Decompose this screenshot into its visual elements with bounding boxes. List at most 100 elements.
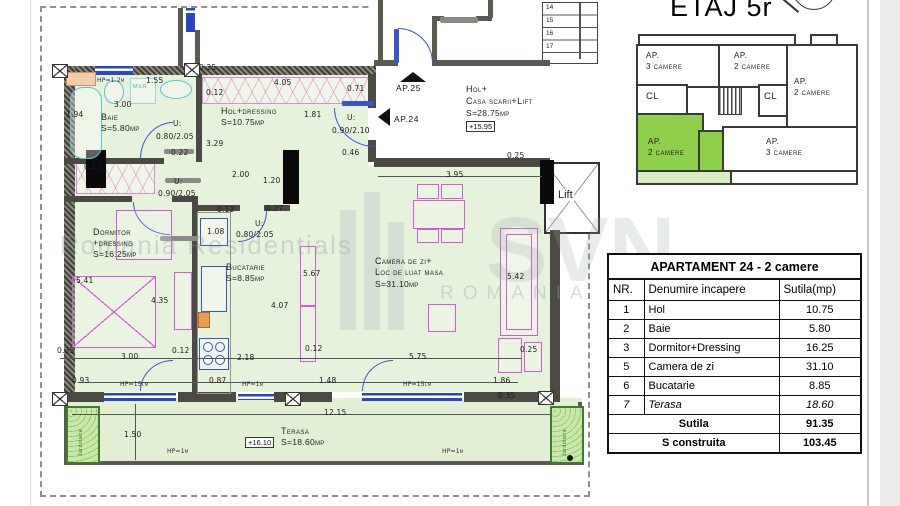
table-total-row: Sutila 91.35: [607, 414, 862, 434]
dim-label: 0.25: [507, 151, 525, 160]
keyplan-unit-ap2-green: [636, 113, 704, 174]
dim-line: [78, 382, 518, 383]
window: [95, 66, 133, 75]
dim-label: 0.25: [199, 63, 217, 72]
dim-label: HP=1.2m: [97, 77, 125, 84]
watermark-text: Romania Residentials: [60, 230, 353, 260]
dim-label: 3.29: [206, 139, 224, 148]
washing-machine-label: MSR: [133, 84, 148, 90]
wall-segment: [198, 205, 240, 211]
room-label-living2: Loc de luat masa: [375, 267, 444, 277]
column-marker: [52, 64, 68, 78]
cell-nr: 2: [607, 319, 645, 339]
sofa-cushion: [506, 234, 532, 330]
wall-segment: [192, 202, 198, 398]
door-leaf: [164, 149, 194, 154]
chair: [417, 229, 439, 243]
dining-table: [413, 200, 465, 229]
dim-label: 0.46: [342, 148, 360, 157]
page-edge-line: [30, 0, 31, 506]
cell-area: 18.60: [778, 395, 862, 415]
dim-label: 0.12: [305, 344, 323, 353]
dim-line: [60, 358, 522, 359]
dim-line: [135, 404, 136, 460]
lift-label: Lift: [557, 189, 574, 201]
watermark-logo-bar: [388, 222, 404, 330]
dim-label: HP=1m: [167, 448, 189, 455]
cell-area: 16.25: [778, 338, 862, 358]
dim-label: U:: [347, 113, 356, 122]
kitchen-item: [198, 312, 210, 328]
washing-machine: [130, 78, 156, 104]
dim-label: 1.48: [319, 376, 337, 385]
wall-segment: [432, 20, 437, 66]
entry-arrow-ap25: [400, 72, 426, 82]
dim-label: HP=1m: [242, 381, 264, 388]
dim-label: 5.42: [507, 272, 525, 281]
dim-label: 0.12: [172, 346, 190, 355]
desk: [174, 272, 192, 330]
dim-label: 0.12: [84, 162, 102, 171]
keyplan-label: 2 camere: [648, 148, 685, 157]
room-area-bucatarie: S=8.85mp: [226, 273, 265, 283]
kitchen-counter: [197, 212, 231, 394]
keyplan-terrace: [636, 170, 734, 185]
keyplan-stairs: [718, 84, 742, 115]
dim-label: 1.50: [124, 430, 142, 439]
keyplan-label-cl: CL: [764, 91, 778, 102]
dim-label: 5.67: [303, 269, 321, 278]
door-leaf: [160, 236, 198, 241]
door-leaf: [342, 101, 374, 106]
entry-label-ap24: AP.24: [394, 114, 420, 124]
wall-segment: [64, 392, 104, 402]
table-title: APARTAMENT 24 - 2 camere: [607, 253, 862, 280]
room-label-bucatarie: Bucatarie: [226, 262, 266, 272]
column: [283, 150, 299, 204]
bath-counter: [66, 72, 96, 86]
cell-nr: 3: [607, 338, 645, 358]
wall-segment: [196, 75, 202, 162]
cell-name: Terasa: [643, 395, 780, 415]
wall-segment: [550, 230, 560, 402]
wall-segment: [178, 392, 236, 402]
planter: [550, 406, 584, 464]
sideboard: [300, 246, 316, 306]
table-row: 5 Camera de zi 31.10: [607, 357, 862, 377]
dim-label: 2.00: [232, 170, 250, 179]
dim-label: 5.75: [409, 352, 427, 361]
dim-label: 0.12: [206, 88, 224, 97]
terrace-edge: [64, 461, 584, 465]
drain-dot: [567, 455, 573, 461]
dim-label: 2.18: [237, 353, 255, 362]
wall-segment: [368, 140, 376, 162]
keyplan-label: 2 camere: [794, 88, 831, 97]
cell-nr: 5: [607, 357, 645, 377]
room-area-living: S=31.10mp: [375, 279, 419, 289]
dim-label: 0.71: [347, 84, 365, 93]
keyplan-unit-ap3-bottom: [722, 126, 858, 174]
dim-label: 0.90/2.05: [158, 189, 196, 198]
wall-segment: [195, 30, 200, 66]
stove: [199, 338, 229, 370]
window: [186, 8, 195, 32]
watermark-logo-bar: [340, 210, 356, 330]
window: [104, 393, 176, 401]
key-plan: AP. 3 camere AP. 2 camere CL CL AP. 2 ca…: [630, 28, 860, 186]
wall-segment: [274, 392, 332, 402]
total-label: Sutila: [607, 414, 780, 434]
room-area-scara: S=28.75mp: [466, 108, 510, 118]
stairs: [542, 2, 598, 64]
total-label: S construita: [607, 433, 780, 454]
sink: [160, 80, 192, 99]
table-row: 7 Terasa 18.60: [607, 395, 862, 415]
wall-segment: [64, 196, 132, 202]
fridge: [200, 218, 228, 246]
cell-nr: 1: [607, 300, 645, 320]
wall-segment: [464, 392, 552, 402]
window: [238, 394, 274, 400]
dim-label: 3.00: [121, 352, 139, 361]
total-value: 103.45: [778, 433, 862, 454]
entry-arrow-ap24: [378, 108, 390, 126]
wall-segment: [172, 196, 198, 202]
room-label-hol: Hol+dressing: [221, 106, 277, 116]
